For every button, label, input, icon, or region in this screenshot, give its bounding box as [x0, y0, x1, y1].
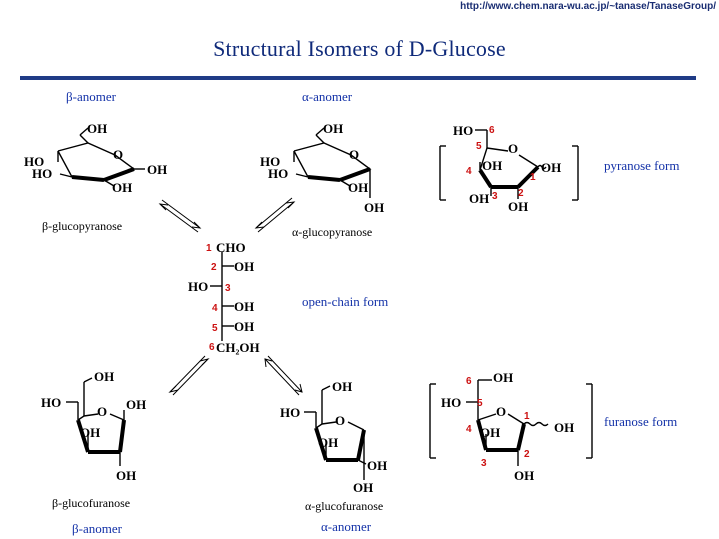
open-chain-c5-oh: OH [234, 319, 254, 334]
beta-pyr-c6-oh: OH [87, 121, 107, 136]
open-chain-c3-ho: HO [188, 279, 208, 294]
fur-carbon-number-3: 3 [481, 458, 487, 469]
pyr-carbon-number-3: 3 [492, 191, 498, 202]
fur-carbon-number-2: 2 [524, 449, 530, 460]
open-carbon-number-2: 2 [211, 262, 217, 273]
pyr-gen-c3-oh: OH [469, 191, 489, 206]
alpha-pyr-c6-oh: OH [323, 121, 343, 136]
caption-alpha-glucopyranose: α-glucopyranose [292, 225, 373, 239]
pyr-carbon-number-2: 2 [518, 188, 524, 199]
label-alpha-anomer-bottom: α-anomer [321, 519, 372, 534]
fur-gen-c2-oh: OH [514, 468, 534, 483]
beta-pyr-ho-1: HO [24, 154, 44, 169]
label-alpha-anomer-top: α-anomer [302, 89, 353, 104]
beta-pyr-ho-2: HO [32, 166, 52, 181]
alpha-pyr-ho-1: HO [260, 154, 280, 169]
alpha-fur-c3-oh: OH [318, 435, 338, 450]
alpha-fur-c5-ho: HO [280, 405, 300, 420]
beta-glucofuranose-structure [66, 377, 126, 466]
page-title: Structural Isomers of D-Glucose [213, 36, 506, 61]
beta-fur-c2-oh: OH [116, 468, 136, 483]
open-chain-c4-oh: OH [234, 299, 254, 314]
open-carbon-number-3: 3 [225, 283, 231, 294]
fur-carbon-number-5: 5 [477, 398, 483, 409]
title-divider [20, 76, 696, 80]
beta-fur-c3-oh: OH [80, 425, 100, 440]
label-open-chain-form: open-chain form [302, 294, 389, 309]
beta-fur-c5-ho: HO [41, 395, 61, 410]
beta-fur-c6-oh: OH [94, 369, 114, 384]
pyr-gen-c6-ho: HO [453, 123, 473, 138]
pyr-gen-c4-oh: OH [482, 158, 502, 173]
open-carbon-number-5: 5 [212, 323, 218, 334]
pyr-gen-c2-oh: OH [508, 199, 528, 214]
beta-pyr-c1-oh: OH [147, 162, 167, 177]
beta-glucopyranose-structure [57, 127, 145, 187]
alpha-fur-c6-oh: OH [332, 379, 352, 394]
label-pyranose-form: pyranose form [604, 158, 680, 173]
label-furanose-form: furanose form [604, 414, 678, 429]
beta-pyr-c2-oh: OH [112, 180, 132, 195]
beta-fur-c1-oh: OH [126, 397, 146, 412]
pyr-gen-c1-oh: OH [541, 160, 561, 175]
equilibrium-arrows [158, 197, 303, 396]
alpha-fur-c1-oh: OH [353, 480, 373, 495]
caption-beta-glucopyranose: β-glucopyranose [42, 219, 123, 233]
alpha-fur-c2-oh: OH [367, 458, 387, 473]
pyr-carbon-number-4: 4 [466, 166, 472, 177]
pyr-carbon-number-6: 6 [489, 125, 495, 136]
fur-gen-c6-oh: OH [493, 370, 513, 385]
alpha-glucofuranose-structure [304, 385, 367, 480]
fur-gen-c1-oh: OH [554, 420, 574, 435]
caption-beta-glucofuranose: β-glucofuranose [52, 496, 131, 510]
fur-carbon-number-4: 4 [466, 424, 472, 435]
fur-gen-c5-ho: HO [441, 395, 461, 410]
beta-pyr-ring-o: O [113, 147, 123, 162]
alpha-pyr-c1-oh: OH [364, 200, 384, 215]
pyr-carbon-number-1: 1 [530, 172, 536, 183]
furanose-generic-structure [429, 379, 593, 466]
open-chain-c2-oh: OH [234, 259, 254, 274]
fur-carbon-number-6: 6 [466, 376, 472, 387]
beta-fur-ring-o: O [97, 404, 107, 419]
alpha-pyr-ring-o: O [349, 147, 359, 162]
alpha-glucopyranose-structure [293, 127, 372, 198]
open-chain-ch2oh: CH₂OH [216, 340, 260, 355]
open-carbon-number-6: 6 [209, 342, 215, 353]
open-chain-cho: CHO [216, 240, 246, 255]
alpha-fur-ring-o: O [335, 413, 345, 428]
fur-gen-ring-o: O [496, 404, 506, 419]
fur-gen-c4-oh: OH [480, 425, 500, 440]
open-carbon-number-1: 1 [206, 243, 212, 254]
alpha-pyr-c2-oh: OH [348, 180, 368, 195]
label-beta-anomer-bottom: β-anomer [72, 521, 122, 536]
pyranose-generic-structure [439, 129, 579, 201]
fur-carbon-number-1: 1 [524, 411, 530, 422]
source-url: http://www.chem.nara-wu.ac.jp/~tanase/Ta… [460, 1, 716, 12]
alpha-pyr-ho-2: HO [268, 166, 288, 181]
pyr-carbon-number-5: 5 [476, 141, 482, 152]
open-chain-structure [210, 252, 234, 341]
caption-alpha-glucofuranose: α-glucofuranose [305, 499, 384, 513]
open-carbon-number-4: 4 [212, 303, 218, 314]
label-beta-anomer-top: β-anomer [66, 89, 116, 104]
pyr-gen-ring-o: O [508, 141, 518, 156]
